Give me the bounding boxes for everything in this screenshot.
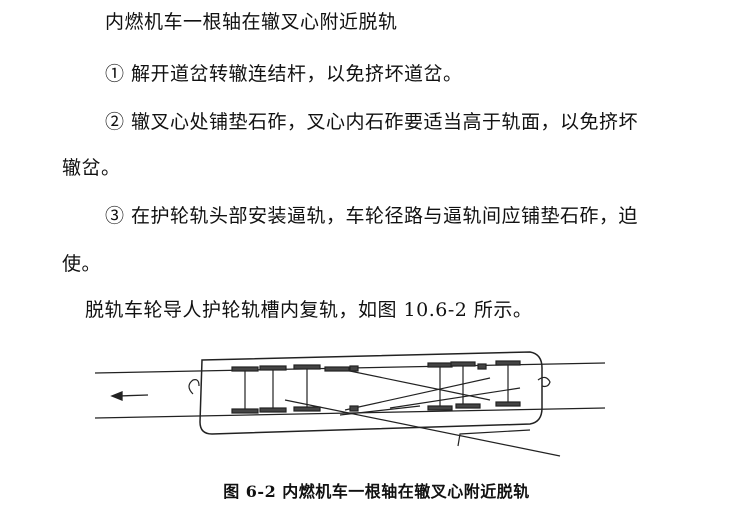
frog-line-2 — [344, 377, 491, 411]
wheel — [293, 406, 321, 412]
frog-line-1 — [344, 369, 491, 401]
step-3-text-line-2: 使。 — [62, 253, 102, 275]
locomotive-body — [199, 351, 543, 435]
wheel — [259, 407, 287, 413]
derailment-diagram — [94, 351, 606, 457]
wheel — [495, 360, 521, 366]
wheel-derailed — [455, 403, 481, 409]
step-2-text-line-1: ② 辙叉心处铺垫石砟，叉心内石砟要适当高于轨面，以免挤坏 — [105, 111, 639, 133]
side-rail-end — [457, 429, 531, 447]
arrow-left-icon — [110, 391, 149, 401]
step-3-text-line-1: ③ 在护轮轨头部安装逼轨，车轮径路与逼轨间应铺垫石砟，迫 — [105, 205, 639, 227]
wheel — [427, 405, 453, 411]
front-coupler-icon — [537, 376, 551, 388]
summary-text: 脱轨车轮导人护轮轨槽内复轨，如图 10.6-2 所示。 — [85, 299, 533, 321]
step-1-text: ① 解开道岔转辙连结杆，以免挤坏道岔。 — [105, 63, 463, 85]
wheel — [495, 401, 521, 407]
guide-rail — [389, 387, 521, 409]
wheel — [293, 364, 321, 370]
wheel — [427, 362, 453, 368]
step-2-text-line-2: 辙岔。 — [62, 157, 121, 179]
wheel — [231, 366, 259, 372]
section-heading: 内燃机车一根轴在辙叉心附近脱轨 — [105, 11, 398, 33]
wheel — [231, 408, 259, 414]
derailed-path — [284, 399, 561, 457]
wheel — [259, 365, 287, 371]
rear-coupler-icon — [188, 379, 200, 395]
figure-caption: 图 6-2 内燃机车一根轴在辙叉心附近脱轨 — [223, 482, 530, 501]
wheel — [450, 361, 476, 367]
